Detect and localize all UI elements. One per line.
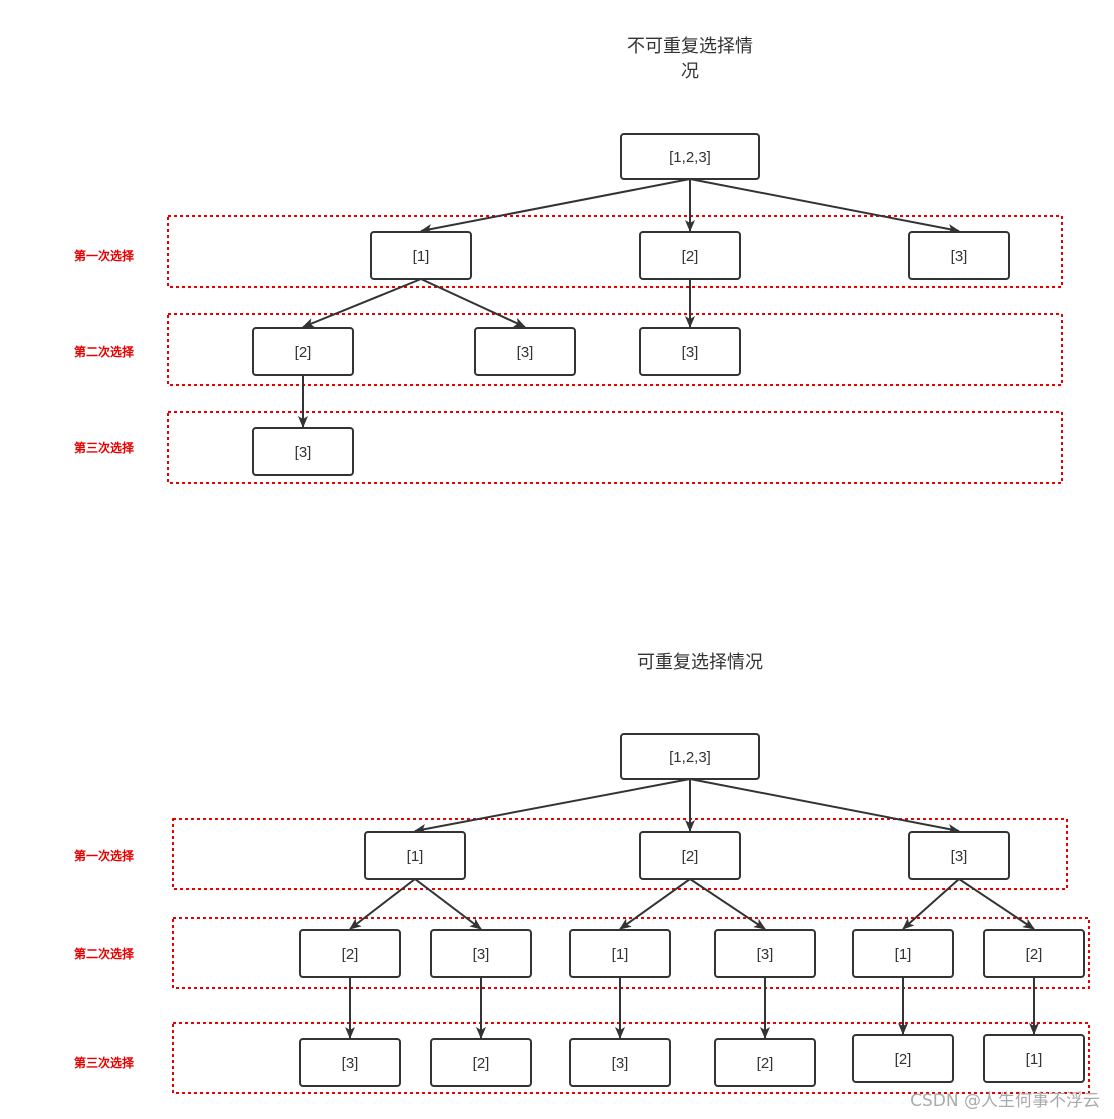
edge-l1-1-to-l2-1 bbox=[349, 878, 416, 930]
tree-node: [3] bbox=[569, 1038, 671, 1087]
edge-root-to-l1-1 bbox=[420, 178, 691, 234]
node-label: [3] bbox=[295, 444, 312, 461]
level-band-3 bbox=[167, 411, 1063, 484]
tree-node: [3] bbox=[430, 929, 532, 978]
level-label-3: 第三次选择 bbox=[74, 440, 135, 455]
node-label: [1] bbox=[413, 248, 430, 265]
node-label: [3] bbox=[342, 1055, 359, 1072]
level-label-1: 第一次选择 bbox=[74, 248, 135, 263]
node-label: [3] bbox=[473, 946, 490, 963]
tree-node: [1] bbox=[364, 831, 466, 880]
node-label: [1] bbox=[612, 946, 629, 963]
node-label: [3] bbox=[757, 946, 774, 963]
edge-l1-1-to-l2-2 bbox=[414, 878, 482, 930]
tree-node: [2] bbox=[983, 929, 1085, 978]
edge-root-to-l1-3 bbox=[689, 778, 960, 834]
tree-node: [2] bbox=[639, 831, 741, 880]
node-label: [1,2,3] bbox=[669, 749, 711, 766]
watermark: CSDN @人生何事不浮云 bbox=[910, 1091, 1100, 1111]
tree-node: [2] bbox=[430, 1038, 532, 1087]
tree-node: [2] bbox=[714, 1038, 816, 1087]
tree-node: [1] bbox=[370, 231, 472, 280]
edge-root-to-l1-1 bbox=[414, 778, 691, 834]
tree-node: [3] bbox=[299, 1038, 401, 1087]
level-label-2: 第二次选择 bbox=[74, 946, 135, 961]
tree-node: [2] bbox=[299, 929, 401, 978]
node-label: [2] bbox=[473, 1055, 490, 1072]
tree-node: [3] bbox=[714, 929, 816, 978]
node-label: [3] bbox=[951, 248, 968, 265]
edge-l1-3-to-l2-5 bbox=[902, 878, 960, 930]
level-band-2 bbox=[167, 313, 1063, 386]
node-label: [2] bbox=[295, 344, 312, 361]
tree-node: [2] bbox=[852, 1034, 954, 1083]
diagram-title-line-1: 不可重复选择情 bbox=[627, 36, 753, 57]
diagram-title-line-1: 可重复选择情况 bbox=[637, 652, 763, 673]
level-label-2: 第二次选择 bbox=[74, 344, 135, 359]
diagram-with-repeat: 可重复选择情况 第一次选择 第二次选择 第三次选择 [1,2,3] [1] bbox=[74, 652, 1090, 1094]
tree-node: [2] bbox=[252, 327, 354, 376]
node-label: [1] bbox=[895, 946, 912, 963]
edge-l1-1-to-l2-1 bbox=[302, 278, 422, 328]
node-label: [2] bbox=[895, 1051, 912, 1068]
node-label: [1,2,3] bbox=[669, 149, 711, 166]
edge-l1-2-to-l2-4 bbox=[689, 878, 766, 930]
level-label-1: 第一次选择 bbox=[74, 848, 135, 863]
tree-node: [1] bbox=[983, 1034, 1085, 1083]
edge-root-to-l1-3 bbox=[689, 178, 960, 234]
node-label: [2] bbox=[342, 946, 359, 963]
level-band-1 bbox=[167, 215, 1063, 288]
tree-node: [3] bbox=[639, 327, 741, 376]
node-label: [2] bbox=[682, 248, 699, 265]
tree-node: [1,2,3] bbox=[620, 133, 760, 180]
node-label: [3] bbox=[612, 1055, 629, 1072]
tree-node: [1] bbox=[852, 929, 954, 978]
level-band-2 bbox=[172, 917, 1090, 989]
node-label: [2] bbox=[682, 848, 699, 865]
diagram-no-repeat: 不可重复选择情 况 第一次选择 第二次选择 第三次选择 [1,2,3] [1] … bbox=[74, 36, 1063, 484]
node-label: [1] bbox=[1026, 1051, 1043, 1068]
level-band-3 bbox=[172, 1022, 1090, 1094]
diagram-title-line-2: 况 bbox=[681, 61, 699, 82]
tree-node: [1,2,3] bbox=[620, 733, 760, 780]
node-label: [1] bbox=[407, 848, 424, 865]
node-label: [2] bbox=[1026, 946, 1043, 963]
edge-l1-2-to-l2-3 bbox=[619, 878, 691, 930]
node-label: [2] bbox=[757, 1055, 774, 1072]
node-label: [3] bbox=[682, 344, 699, 361]
tree-node: [2] bbox=[639, 231, 741, 280]
tree-node: [3] bbox=[908, 231, 1010, 280]
tree-node: [1] bbox=[569, 929, 671, 978]
level-band-1 bbox=[172, 818, 1068, 890]
tree-node: [3] bbox=[908, 831, 1010, 880]
tree-node: [3] bbox=[252, 427, 354, 476]
level-label-3: 第三次选择 bbox=[74, 1055, 135, 1070]
node-label: [3] bbox=[517, 344, 534, 361]
node-label: [3] bbox=[951, 848, 968, 865]
edge-l1-3-to-l2-6 bbox=[958, 878, 1035, 930]
edge-l1-1-to-l2-2 bbox=[420, 278, 526, 328]
tree-node: [3] bbox=[474, 327, 576, 376]
